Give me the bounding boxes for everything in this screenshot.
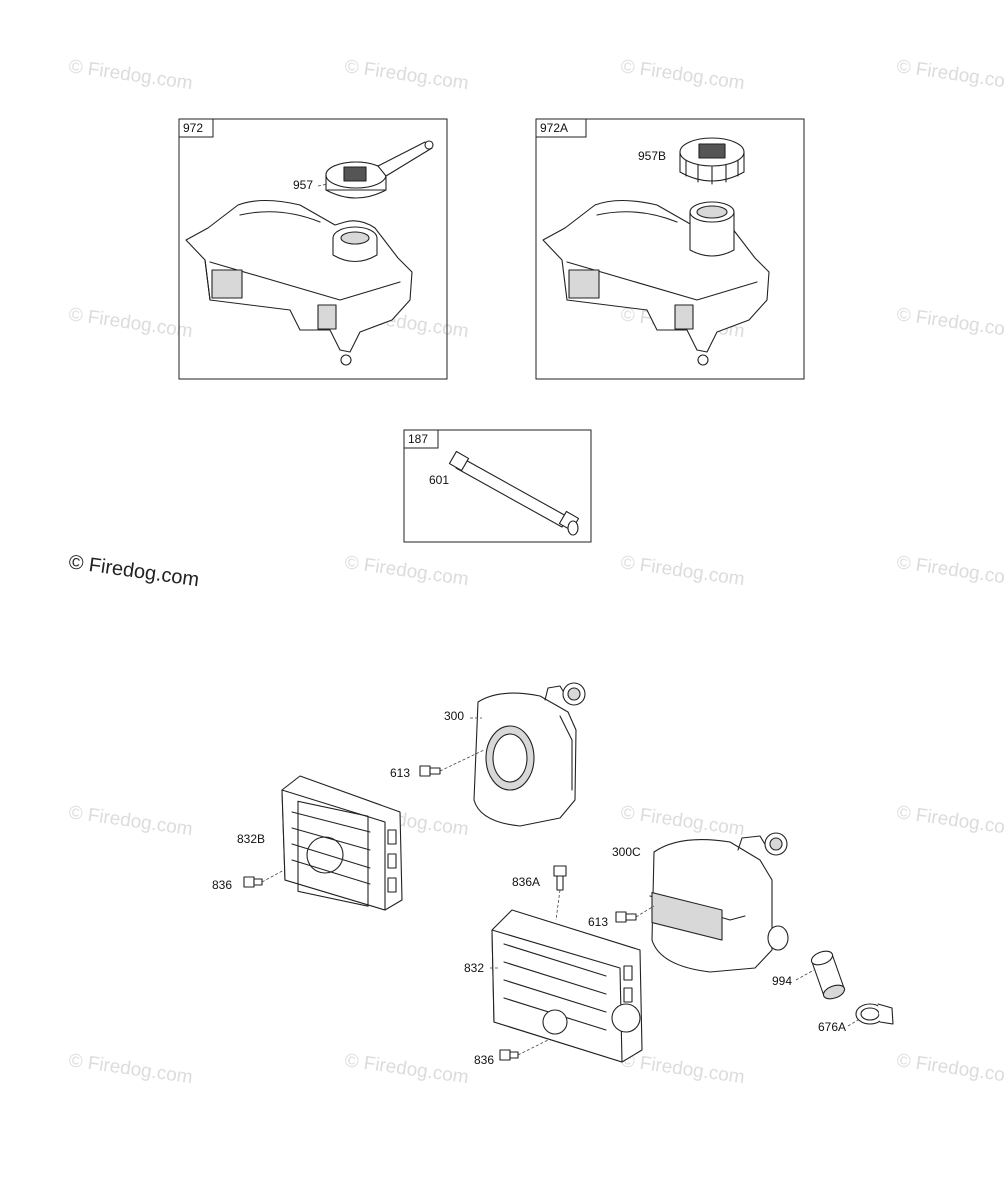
watermark: © Firedog.com — [67, 1050, 194, 1088]
fuel-tank-box-972A: 972A 957B — [535, 118, 805, 380]
fuel-cap-with-tether-icon — [325, 140, 434, 199]
watermark: © Firedog.com — [619, 1050, 746, 1088]
callout-832B: 832B — [237, 832, 265, 846]
watermark: © Firedog.com — [67, 802, 194, 840]
watermark: © Firedog.com — [343, 1050, 470, 1088]
watermark-prominent: © Firedog.com — [67, 551, 200, 591]
muffler-guard-icon — [491, 909, 643, 1063]
callout-957: 957 — [293, 178, 313, 192]
callout-613: 613 — [390, 766, 410, 780]
callout-836: 836 — [474, 1053, 494, 1067]
muffler-icon — [473, 682, 586, 827]
fuel-tank-icon — [185, 199, 413, 366]
fuel-line-hose-icon — [448, 450, 580, 536]
callout-832: 832 — [464, 961, 484, 975]
watermark: © Firedog.com — [67, 56, 194, 94]
callout-601: 601 — [429, 473, 449, 487]
callout-613: 613 — [588, 915, 608, 929]
callout-300: 300 — [444, 709, 464, 723]
screw-icon — [615, 911, 637, 923]
watermark: © Firedog.com — [619, 552, 746, 590]
watermark: © Firedog.com — [895, 304, 1005, 342]
muffler-guard-icon — [281, 775, 403, 911]
fuel-cap-icon — [679, 137, 745, 185]
spark-arrestor-deflector-icon — [810, 950, 846, 1000]
watermark: © Firedog.com — [343, 56, 470, 94]
watermark: © Firedog.com — [67, 304, 194, 342]
screw-icon — [243, 876, 263, 888]
muffler-assembly: 300 613 832B 836 — [212, 682, 894, 1067]
watermark: © Firedog.com — [895, 802, 1005, 840]
watermark: © Firedog.com — [895, 552, 1005, 590]
box-label: 972 — [183, 121, 203, 135]
box-label: 187 — [408, 432, 428, 446]
watermark: © Firedog.com — [343, 552, 470, 590]
callout-836: 836 — [212, 878, 232, 892]
callout-957B: 957B — [638, 149, 666, 163]
watermark: © Firedog.com — [895, 56, 1005, 94]
fuel-tank-box-972: 972 957 — [178, 118, 448, 380]
bolt-icon — [553, 865, 567, 891]
watermark: © Firedog.com — [619, 802, 746, 840]
watermark: © Firedog.com — [895, 1050, 1005, 1088]
box-label: 972A — [540, 121, 568, 135]
callout-836A: 836A — [512, 875, 540, 889]
screw-icon — [419, 765, 441, 777]
callout-676A: 676A — [818, 1020, 846, 1034]
callout-300C: 300C — [612, 845, 641, 859]
muffler-icon — [649, 832, 789, 973]
fuel-line-box-187: 187 601 — [403, 429, 592, 543]
fuel-tank-icon — [542, 199, 770, 366]
watermark: © Firedog.com — [619, 56, 746, 94]
callout-994: 994 — [772, 974, 792, 988]
hose-clamp-icon — [855, 1003, 894, 1025]
screw-icon — [499, 1049, 519, 1061]
